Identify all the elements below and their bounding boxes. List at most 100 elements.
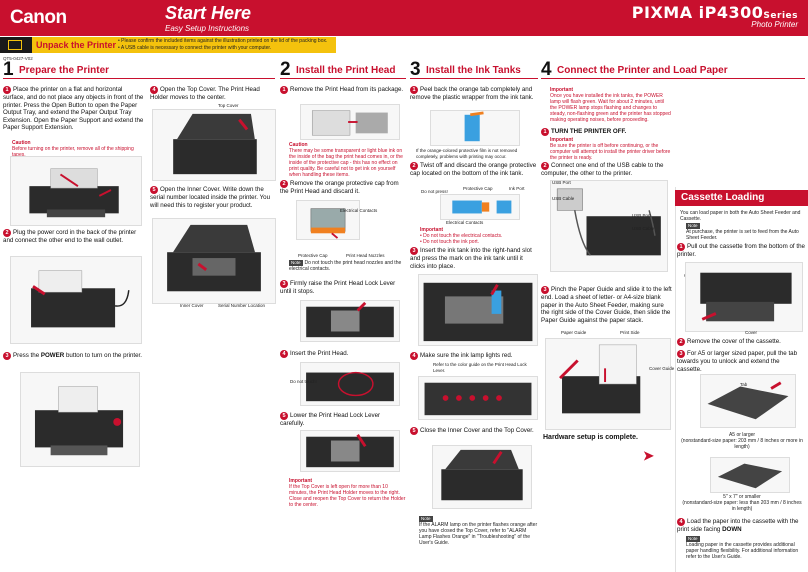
section-3-number: 3 xyxy=(410,59,421,80)
a5-title: A5 or larger xyxy=(728,432,756,438)
do-not-touch-label: Do not touch! xyxy=(290,379,317,384)
usb-port-label-2: USB Port xyxy=(632,213,651,218)
ink-lamps-photo xyxy=(418,376,538,420)
usb-cable-label-2: USB Cable xyxy=(632,226,655,231)
s4-step-3-text: Pinch the Paper Guide and slide it to th… xyxy=(541,286,672,324)
cover-label: Cover xyxy=(745,330,758,335)
section-4-number: 4 xyxy=(541,59,552,80)
unpack-note-2: • A USB cable is necessary to connect th… xyxy=(118,44,272,51)
s4-important: Important Once you have installed the in… xyxy=(550,87,672,123)
step-number: 5 xyxy=(280,412,288,420)
close-cover-photo xyxy=(432,445,532,509)
step-number: 5 xyxy=(150,186,158,194)
a5-desc: (nonstandard-size paper: 203 mm / 8 inch… xyxy=(681,438,803,450)
top-cover-label: Top Cover xyxy=(218,103,239,108)
s4-important-2-title: Important xyxy=(550,137,574,143)
s3-step-1-text: Peel back the orange tab completely and … xyxy=(410,86,534,101)
s1-step-3-power: POWER xyxy=(40,352,65,359)
step-number: 3 xyxy=(677,350,685,358)
note-tag: Note xyxy=(686,536,700,542)
cassette-step-4-text: Load the paper into the cassette with th… xyxy=(677,518,799,533)
protective-cap-label: Protective Cap xyxy=(298,253,328,258)
unpack-notes: • Please confirm the included items agai… xyxy=(118,38,327,51)
s3-note-text: If the ALARM lamp on the printer flashes… xyxy=(419,522,538,546)
step-number: 3 xyxy=(410,247,418,255)
step-number: 2 xyxy=(541,162,549,170)
step-number: 2 xyxy=(280,180,288,188)
printhead-package-photo xyxy=(300,104,400,140)
step-number: 2 xyxy=(677,338,685,346)
section-3-title: Install the Ink Tanks xyxy=(426,65,521,76)
section-3-header: 3 Install the Ink Tanks xyxy=(410,59,538,80)
usb-connect-photo xyxy=(550,180,668,272)
s2-caution-text: There may be some transparent or light b… xyxy=(289,148,403,178)
cassette-step-3-text: For A5 or larger sized paper, pull the t… xyxy=(677,350,798,373)
step-number: 4 xyxy=(150,86,158,94)
s4-important-2-text: Be sure the printer is off before contin… xyxy=(550,143,671,161)
s2-caution: Caution There may be some transparent or… xyxy=(289,142,407,178)
s3-step-3-text: Insert the ink tank into the right-hand … xyxy=(410,247,532,270)
s4-important-title: Important xyxy=(550,87,574,93)
step-number: 1 xyxy=(3,86,11,94)
s3-important: Important • Do not touch the electrical … xyxy=(420,227,538,245)
printer-photo-3 xyxy=(20,372,140,467)
section-1-header: 1 Prepare the Printer xyxy=(3,59,275,80)
s1-step-2-text: Plug the power cord in the back of the p… xyxy=(3,229,137,244)
load-paper-photo xyxy=(545,338,671,430)
cassette-intro: You can load paper in both the Auto Shee… xyxy=(680,210,801,222)
small-block: 5" x 7" or smaller(nonstandard-size pape… xyxy=(680,494,804,512)
s3-important-title: Important xyxy=(420,227,444,233)
step-number: 2 xyxy=(3,229,11,237)
step-number: 1 xyxy=(410,86,418,94)
step-number: 5 xyxy=(410,427,418,435)
step-number: 3 xyxy=(280,280,288,288)
printer-photo-2 xyxy=(10,256,142,344)
inner-cover-label: Inner Cover xyxy=(180,303,204,308)
cassette-note-2-text: Loading paper in the cassette provides a… xyxy=(686,542,799,560)
model-series: Series xyxy=(763,11,798,21)
paper-guide-label: Paper Guide xyxy=(561,330,587,335)
s3-step-5-text: Close the Inner Cover and the Top Cover. xyxy=(420,427,534,434)
model-subtitle: Photo Printer xyxy=(751,20,798,29)
section-4-header: 4 Connect the Printer and Load Paper xyxy=(541,59,805,80)
s2-caution-title: Caution xyxy=(289,142,308,148)
unpack-label: Unpack the Printer xyxy=(36,40,117,50)
section-1-title: Prepare the Printer xyxy=(19,65,110,76)
page-title: Start Here xyxy=(165,3,252,23)
section-1-number: 1 xyxy=(3,59,14,80)
step-number: 1 xyxy=(541,128,549,136)
cassette-small-photo xyxy=(710,457,790,493)
s3-step-4-text: Make sure the ink lamp lights red. xyxy=(420,352,513,359)
arrow-right-icon: ➤ xyxy=(643,448,654,463)
nozzles-label: Print Head Nozzles xyxy=(346,253,385,258)
s3-step-2-text: Twist off and discard the orange protect… xyxy=(410,162,537,177)
cassette-extend-photo xyxy=(700,374,796,428)
printer-photo-1 xyxy=(10,156,142,226)
model-block: PIXMA iP4300Series Photo Printer xyxy=(632,3,798,29)
note-tag: Note xyxy=(419,516,433,522)
s2-important-text: If the Top Cover is left open for more t… xyxy=(289,484,406,508)
model-text: PIXMA iP4300 xyxy=(631,3,764,22)
s2-note-text: Do not touch the print head nozzles and … xyxy=(289,260,402,272)
tab-label: Tab xyxy=(740,382,748,387)
s1-step-3-text-c: button to turn on the printer. xyxy=(64,352,142,359)
step-number: 1 xyxy=(280,86,288,94)
box-icon xyxy=(8,40,22,50)
canon-logo: Canon xyxy=(10,7,67,28)
electrical-contacts-label: Electrical Contacts xyxy=(340,208,378,213)
step-number: 3 xyxy=(541,286,549,294)
do-not-press-label: Do not press! xyxy=(421,189,448,194)
unpack-note-1: • Please confirm the included items agai… xyxy=(118,38,328,44)
